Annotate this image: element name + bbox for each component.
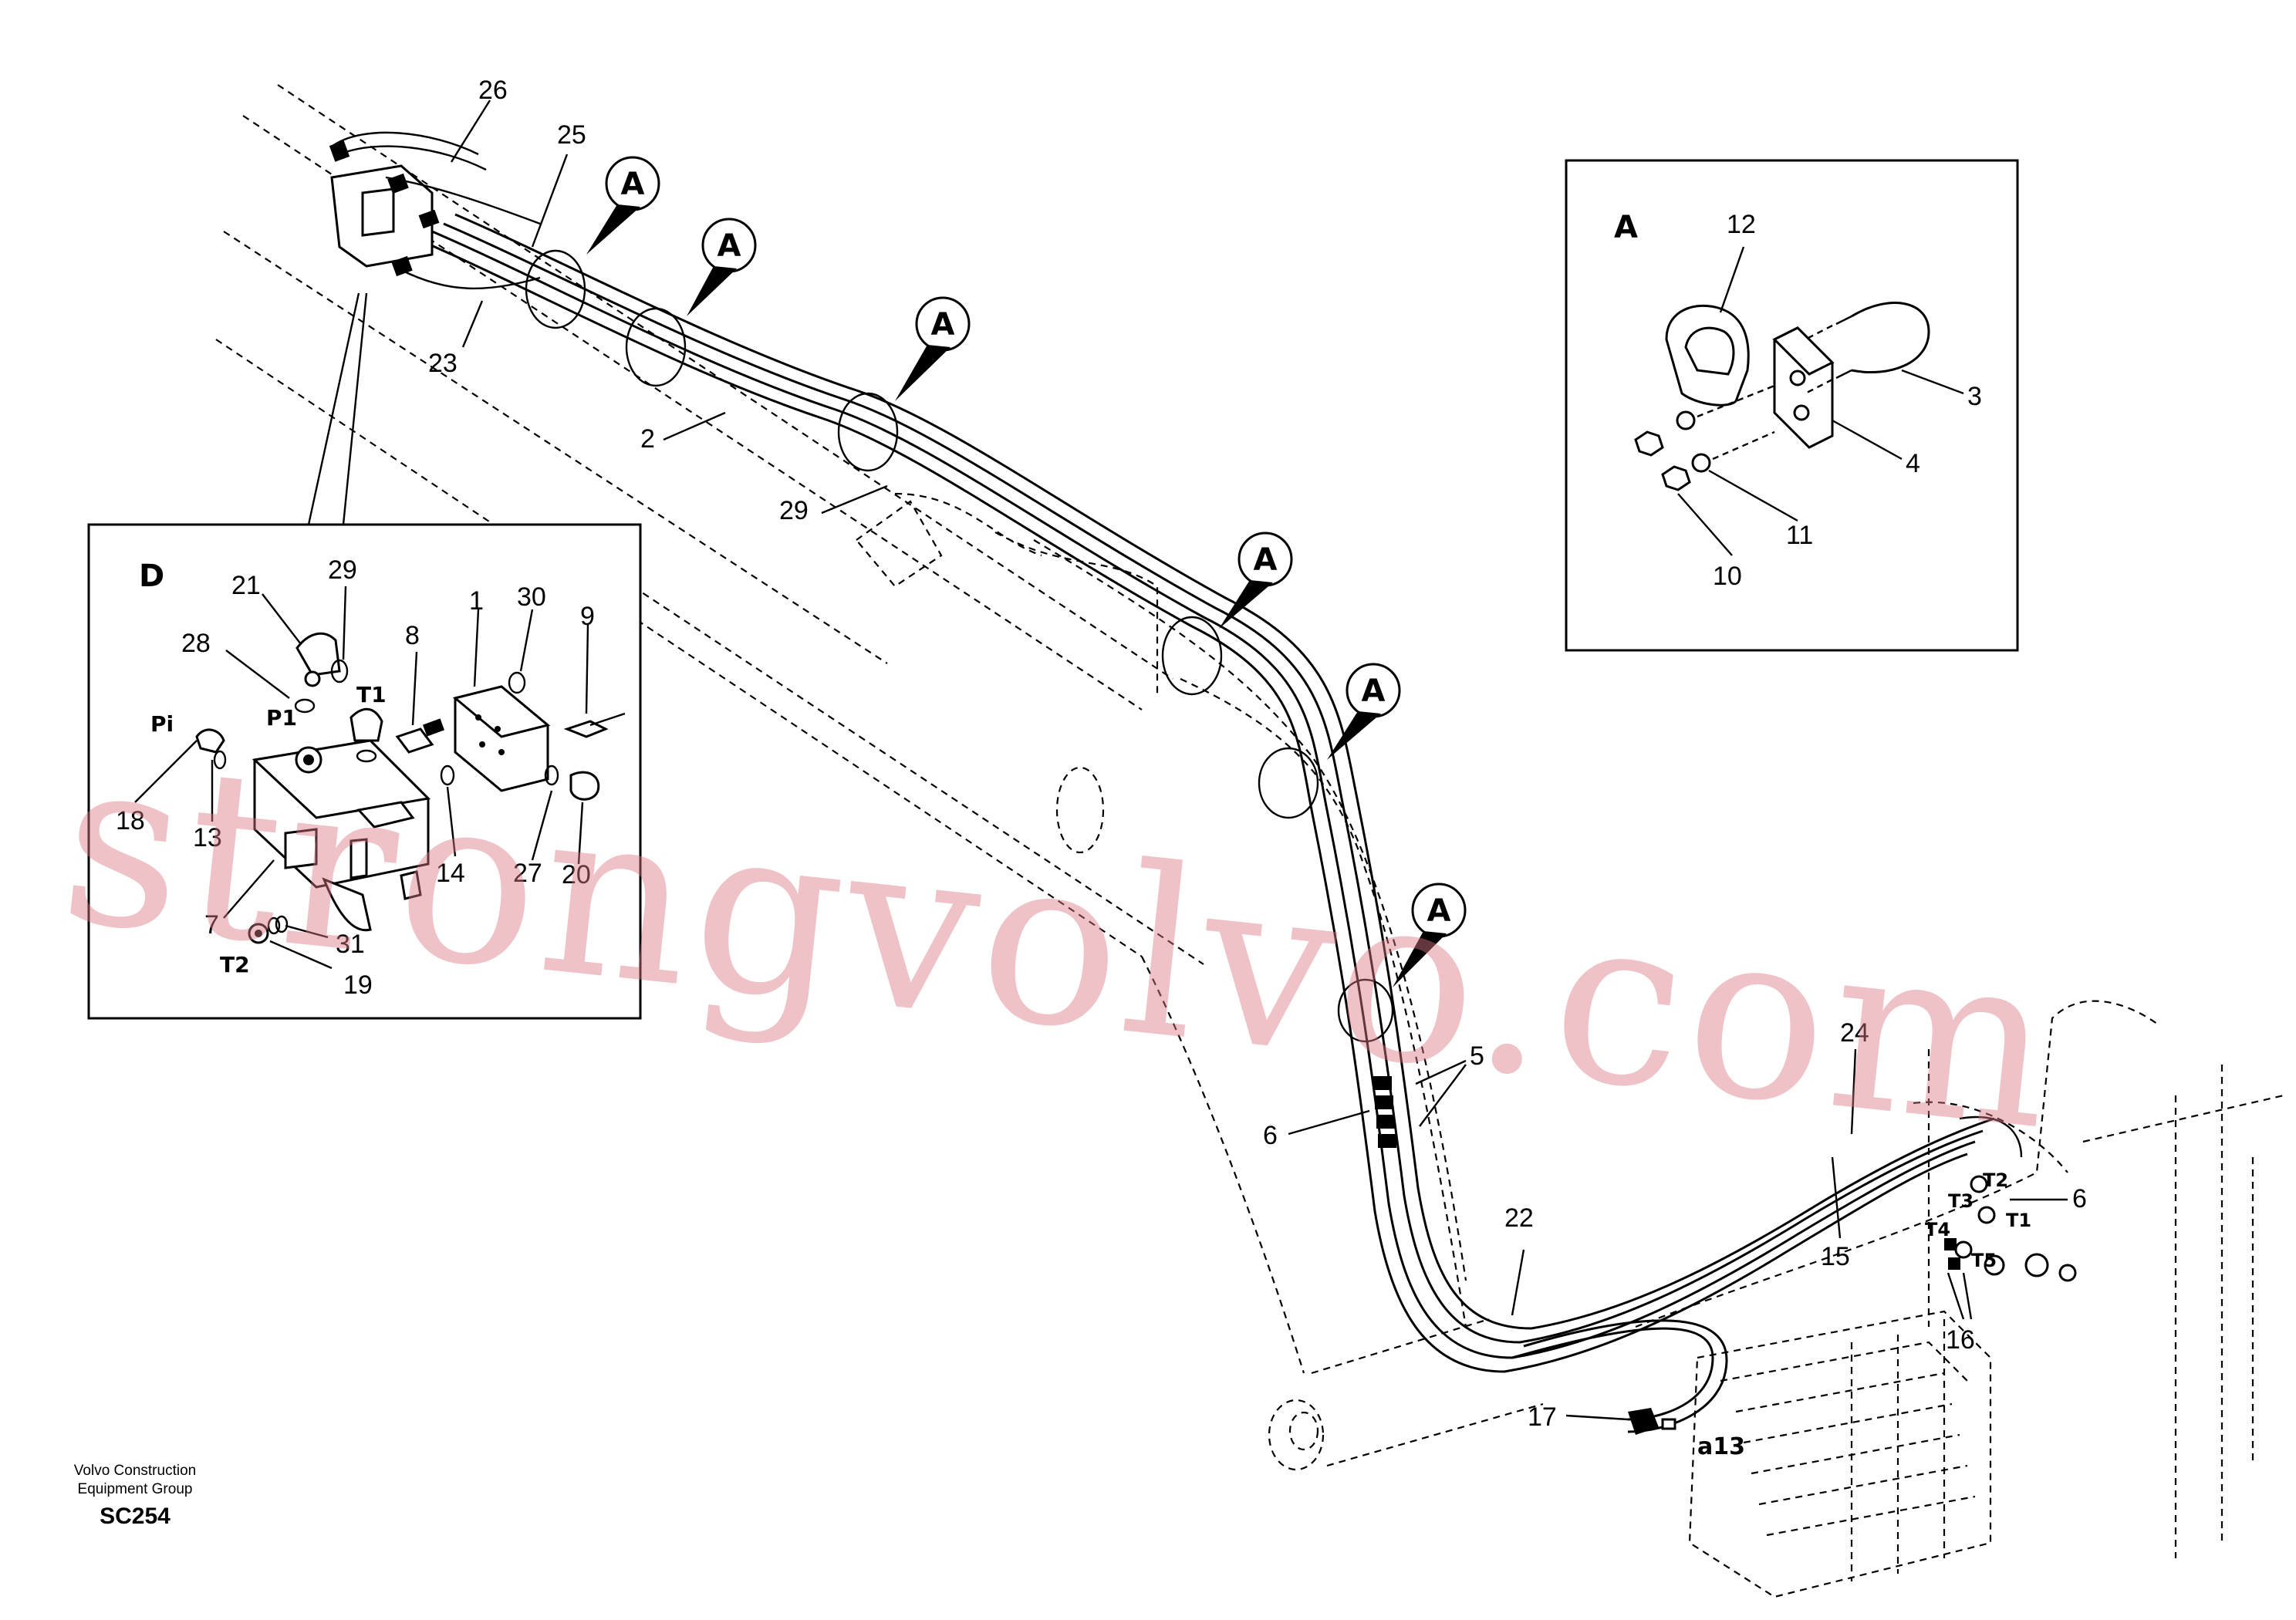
d-label-19: 19 — [343, 970, 373, 1000]
label-26: 26 — [478, 76, 508, 105]
callout-a-4: A — [1219, 532, 1293, 629]
label-29: 29 — [779, 496, 809, 525]
hydraulic-pipe-bundle — [420, 213, 1995, 1433]
main-part-labels: 26 25 23 2 29 5 6 22 24 15 6 16 17 T2 T3… — [428, 76, 2087, 1460]
boom-outline — [215, 84, 2284, 1558]
detail-a-title: A — [1614, 210, 1638, 245]
d-label-18: 18 — [116, 806, 145, 835]
d-label-T2: T2 — [220, 952, 250, 977]
label-T2-main: T2 — [1983, 1169, 2008, 1191]
callout-a-3-label: A — [931, 307, 955, 343]
a-label-12: 12 — [1727, 210, 1756, 239]
label-T1-main: T1 — [2006, 1210, 2031, 1231]
a-label-10: 10 — [1713, 562, 1742, 591]
d-label-29: 29 — [328, 555, 357, 585]
callout-a-2-label: A — [718, 228, 741, 264]
d-label-P1: P1 — [266, 705, 297, 731]
d-label-Pi: Pi — [150, 711, 174, 737]
d-label-14: 14 — [436, 859, 465, 888]
label-17: 17 — [1528, 1402, 1557, 1432]
main-leaders — [450, 100, 2068, 1421]
d-label-31: 31 — [336, 930, 365, 959]
callout-a-1-label: A — [621, 167, 645, 202]
d-label-27: 27 — [513, 859, 542, 888]
detail-d-box: D — [87, 523, 642, 1020]
d-label-T1: T1 — [356, 682, 387, 707]
pipe-clamps — [525, 249, 1394, 1043]
label-a13: a13 — [1697, 1433, 1745, 1460]
detail-a-box: A 12 3 4 11 10 — [1565, 159, 2019, 652]
callout-a-3: A — [895, 296, 971, 401]
callout-a-5-label: A — [1362, 673, 1386, 709]
label-T5-main: T5 — [1971, 1250, 1997, 1271]
control-valve-block — [1688, 1310, 1992, 1598]
a-label-4: 4 — [1906, 449, 1920, 478]
label-16: 16 — [1946, 1325, 1975, 1355]
d-label-28: 28 — [181, 629, 211, 658]
callout-a-2: A — [687, 218, 757, 316]
right-fittings — [1373, 1076, 2077, 1435]
d-label-9: 9 — [580, 602, 595, 631]
a-label-11: 11 — [1786, 521, 1813, 550]
d-label-30: 30 — [517, 582, 546, 612]
d-label-8: 8 — [405, 621, 420, 650]
label-22: 22 — [1504, 1203, 1534, 1233]
d-label-13: 13 — [193, 823, 222, 852]
d-label-7: 7 — [204, 910, 219, 940]
label-T4-main: T4 — [1925, 1219, 1950, 1240]
d-label-1: 1 — [469, 586, 484, 616]
footer-company: Volvo Construction Equipment Group SC254 — [46, 1462, 224, 1530]
detail-d-title: D — [139, 559, 164, 594]
a-label-3: 3 — [1967, 382, 1982, 411]
callout-a-4-label: A — [1254, 542, 1278, 578]
label-5: 5 — [1470, 1041, 1484, 1071]
label-24: 24 — [1840, 1018, 1869, 1048]
d-label-21: 21 — [231, 571, 261, 600]
callout-a-6: A — [1393, 883, 1467, 987]
label-23: 23 — [428, 349, 458, 378]
label-6-right: 6 — [2072, 1184, 2087, 1213]
callout-a-6-label: A — [1427, 893, 1451, 929]
callout-a-5: A — [1327, 663, 1401, 760]
callout-a-1: A — [586, 156, 660, 255]
label-T3-main: T3 — [1948, 1190, 1974, 1212]
watermark-text: strongvolvo.com — [51, 705, 2068, 1182]
label-2: 2 — [640, 424, 655, 454]
footer-line1: Volvo Construction — [73, 1463, 197, 1479]
footer-line2: Equipment Group — [77, 1481, 193, 1497]
label-6: 6 — [1263, 1121, 1278, 1150]
label-25: 25 — [557, 120, 586, 150]
callout-a-markers: A A A A A A — [586, 156, 1467, 987]
valve-block — [307, 131, 541, 525]
label-15: 15 — [1821, 1242, 1850, 1271]
d-label-20: 20 — [562, 860, 591, 889]
footer-code: SC254 — [100, 1504, 171, 1529]
